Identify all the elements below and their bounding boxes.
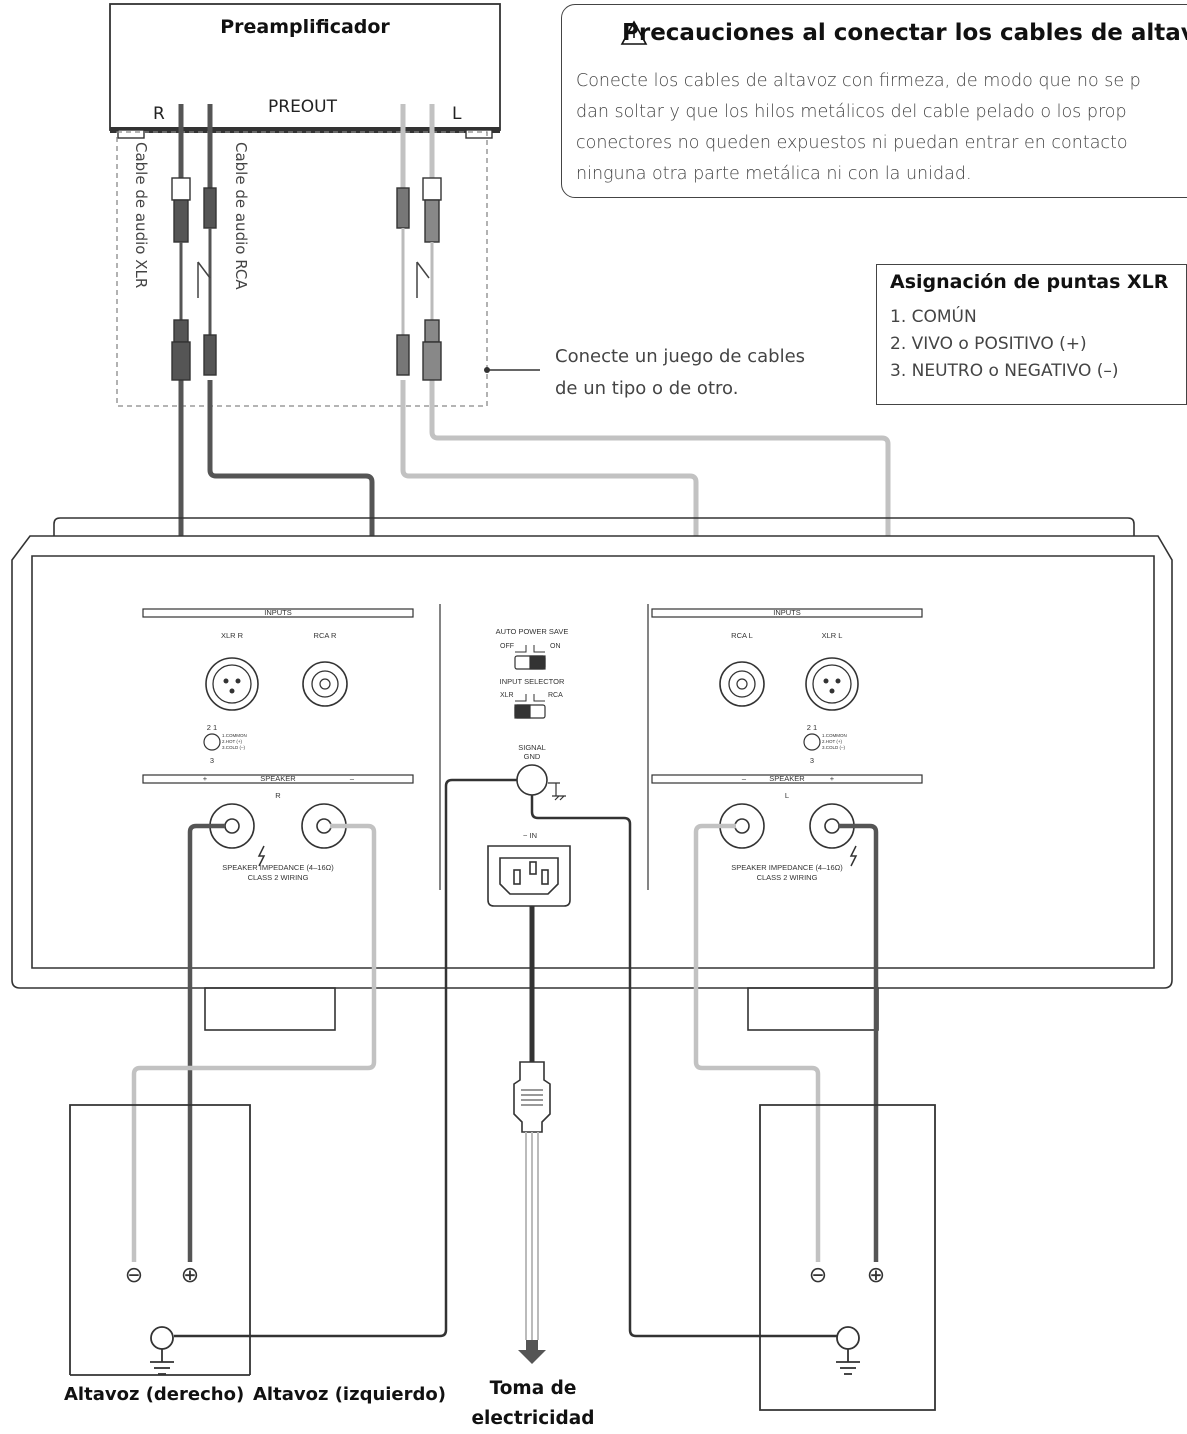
auto-power-save-label: AUTO POWER SAVE <box>496 627 569 636</box>
speaker-left-label: Altavoz (izquierdo) <box>253 1384 446 1405</box>
xlr-assignment-item: 1. COMÚN <box>890 307 977 327</box>
inputs-r-label: INPUTS <box>264 608 292 617</box>
impedance-l-label: SPEAKER IMPEDANCE (4–16Ω) <box>731 863 843 872</box>
pin-top-l: 2 1 <box>807 723 817 732</box>
preamp-r-label: R <box>153 104 165 124</box>
speaker-r-letter: R <box>275 791 281 800</box>
spk-l-minus-symbol: ⊖ <box>809 1263 827 1288</box>
connect-note: Conecte un juego de cables de un tipo o … <box>555 341 805 405</box>
inputs-l-label: INPUTS <box>773 608 801 617</box>
pin2-r: 2.HOT (+) <box>222 739 243 744</box>
xlr-l-jack[interactable] <box>805 657 859 711</box>
insert-arrow-icon <box>197 261 211 298</box>
speaker-r-plus: + <box>203 774 208 783</box>
preamp-l-label: L <box>452 104 462 124</box>
xlr-assignment-list: 1. COMÚN 2. VIVO o POSITIVO (+) 3. NEUTR… <box>890 304 1119 385</box>
pin-diagram-icon <box>803 733 821 751</box>
pin3-l: 3.COLD (–) <box>822 745 846 750</box>
down-arrow-icon <box>518 1340 546 1364</box>
pin-top-r: 2 1 <box>207 723 217 732</box>
speaker-right <box>69 1104 251 1375</box>
preamplifier <box>109 3 501 139</box>
ac-inlet[interactable] <box>487 845 571 907</box>
connect-note-line: de un tipo o de otro. <box>555 378 739 399</box>
amplifier-rear-panel <box>11 517 1173 1031</box>
caution-title: Precauciones al conectar los cables de a… <box>622 20 1187 46</box>
speaker-r-minus: – <box>350 774 355 783</box>
preout-label: PREOUT <box>268 97 338 117</box>
switch-rca-label: RCA <box>548 692 563 699</box>
speaker-r-header: SPEAKER <box>260 774 296 783</box>
power-cord <box>513 906 551 1364</box>
rca-r-label: RCA R <box>314 631 338 640</box>
speaker-wires-light <box>131 823 821 1262</box>
xlr-l-label: XLR L <box>822 631 843 640</box>
speaker-wires-dark <box>187 823 879 1262</box>
caution-panel <box>561 4 1187 198</box>
speaker-l-plus: + <box>830 774 835 783</box>
insert-arrow-icon <box>416 261 430 298</box>
wiring-r-label: CLASS 2 WIRING <box>248 873 309 882</box>
pin1-r: 1.COMMON <box>222 733 247 738</box>
signal-label: SIGNAL <box>518 743 546 752</box>
spk-r-minus-symbol: ⊖ <box>125 1263 143 1288</box>
pin-bottom-l: 3 <box>810 756 814 765</box>
ground-wires <box>174 778 838 1338</box>
speaker-terminals[interactable] <box>209 803 855 849</box>
caution-line: Conecte los cables de altavoz con firmez… <box>576 71 1141 91</box>
cable-plugs <box>171 177 442 381</box>
switch-on-label: ON <box>550 643 561 650</box>
switch-xlr-label: XLR <box>500 692 514 699</box>
outlet-label-line: Toma de <box>489 1378 577 1399</box>
rca-l-jack[interactable] <box>719 661 765 707</box>
impedance-r-label: SPEAKER IMPEDANCE (4–16Ω) <box>222 863 334 872</box>
xlr-assignment-item: 3. NEUTRO o NEGATIVO (–) <box>890 361 1119 381</box>
warning-icon <box>620 20 648 45</box>
pin-diagram-icon <box>203 733 221 751</box>
pin3-r: 3.COLD (–) <box>222 745 246 750</box>
caution-line: conectores no queden expuestos ni puedan… <box>576 133 1128 153</box>
spk-l-plus-symbol: ⊕ <box>867 1263 885 1288</box>
xlr-cable-label: Cable de audio XLR <box>132 142 150 289</box>
caution-line: ninguna otra parte metálica ni con la un… <box>576 164 972 184</box>
switch-off-label: OFF <box>500 643 514 650</box>
outlet-label-line: electricidad <box>471 1408 595 1429</box>
rca-r-jack[interactable] <box>302 661 348 707</box>
speaker-left <box>759 1104 936 1411</box>
xlr-assignment-item: 2. VIVO o POSITIVO (+) <box>890 334 1087 354</box>
rca-l-label: RCA L <box>731 631 753 640</box>
preamp-title: Preamplificador <box>220 16 390 38</box>
speaker-l-minus: – <box>742 774 747 783</box>
gnd-label: GND <box>524 752 541 761</box>
pin1-l: 1.COMMON <box>822 733 847 738</box>
xlr-r-label: XLR R <box>221 631 244 640</box>
pin2-l: 2.HOT (+) <box>822 739 843 744</box>
caution-body: Conecte los cables de altavoz con firmez… <box>576 66 1187 190</box>
lightning-icon <box>849 845 858 867</box>
spk-r-plus-symbol: ⊕ <box>181 1263 199 1288</box>
speaker-right-label: Altavoz (derecho) <box>64 1384 245 1405</box>
rca-cable-label: Cable de audio RCA <box>232 142 250 290</box>
wiring-l-label: CLASS 2 WIRING <box>757 873 818 882</box>
input-selector-label: INPUT SELECTOR <box>500 677 565 686</box>
signal-gnd-terminal[interactable] <box>516 764 548 796</box>
switches[interactable] <box>514 655 546 719</box>
caution-line: dan soltar y que los hilos metálicos del… <box>576 102 1127 122</box>
speaker-l-letter: L <box>785 791 789 800</box>
speaker-l-header: SPEAKER <box>769 774 805 783</box>
connect-note-line: Conecte un juego de cables <box>555 346 806 367</box>
ground-icon <box>548 782 566 801</box>
pin-bottom-r: 3 <box>210 756 214 765</box>
outlet-label: Toma de electricidad <box>465 1374 601 1434</box>
cable-option-box <box>116 131 488 407</box>
lightning-icon <box>257 845 266 867</box>
xlr-r-jack[interactable] <box>205 657 259 711</box>
ac-in-label: ~ IN <box>523 831 537 840</box>
xlr-assignment-title: Asignación de puntas XLR <box>890 271 1169 293</box>
